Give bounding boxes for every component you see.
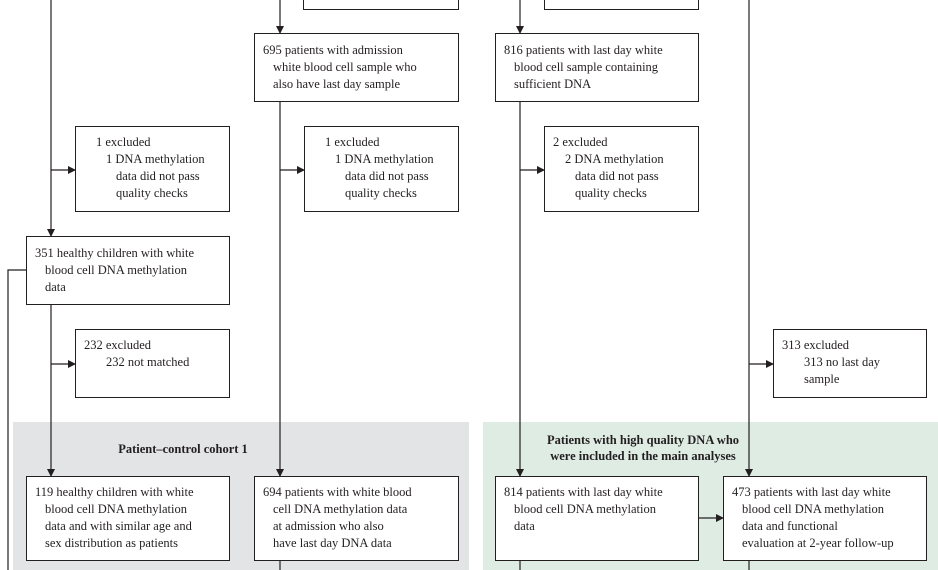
exclusion-box-313: 313 excluded 313 no last day sample: [773, 329, 927, 398]
admission-last-day-box: 695 patients with admission white blood …: [254, 33, 459, 102]
exclusion-box-232: 232 excluded 232 not matched: [75, 329, 230, 398]
main-analyses-title: Patients with high quality DNA who were …: [546, 433, 740, 463]
healthy-children-119-box: 119 healthy children with white blood ce…: [26, 476, 230, 561]
top-box-right-cutoff: [544, 0, 699, 10]
last-day-sufficient-box: 816 patients with last day white blood c…: [495, 33, 699, 102]
patients-473-box: 473 patients with last day white blood c…: [723, 476, 927, 561]
exclusion-box-c: 2 excluded 2 DNA methylation data did no…: [544, 126, 699, 212]
exclusion-box-a: 1 excluded 1 DNA methylation data did no…: [75, 126, 230, 212]
top-box-left-cutoff: [303, 0, 459, 10]
cohort1-title: Patient–control cohort 1: [118, 442, 248, 456]
patients-694-box: 694 patients with white blood cell DNA m…: [254, 476, 459, 561]
healthy-children-351-box: 351 healthy children with white blood ce…: [26, 236, 230, 305]
exclusion-box-b: 1 excluded 1 DNA methylation data did no…: [304, 126, 459, 212]
patients-814-box: 814 patients with last day white blood c…: [495, 476, 699, 561]
